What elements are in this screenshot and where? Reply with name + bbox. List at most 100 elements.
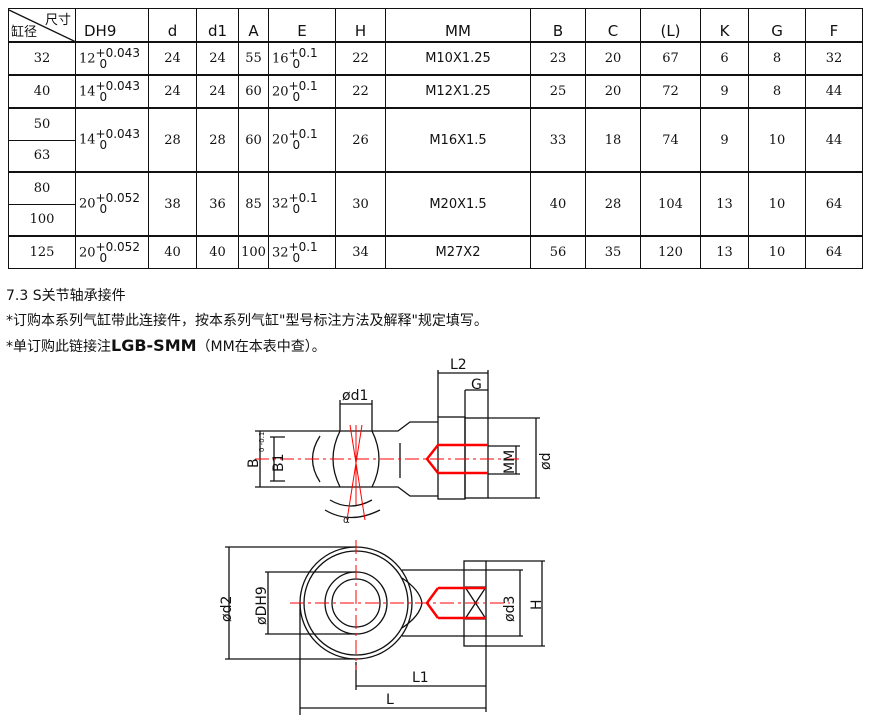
- corner-top-label: 尺寸: [44, 13, 71, 28]
- note2-suffix: （MM在本表中查）。: [196, 339, 326, 355]
- cell-c: 18: [585, 107, 641, 173]
- label-H: H: [529, 599, 545, 610]
- label-L1: L1: [412, 670, 429, 686]
- cell-a: 85: [238, 171, 269, 237]
- label-d1: ød1: [342, 388, 368, 404]
- order-note-1: *订购本系列气缸带此连接件，按本系列气缸"型号标注方法及解释"规定填写。: [6, 313, 488, 329]
- tolerance-base: 14: [79, 132, 96, 148]
- front-view: [225, 546, 545, 715]
- tolerance-lower: 0: [292, 202, 301, 216]
- cell-d1: 24: [196, 74, 239, 109]
- label-L2: L2: [450, 357, 467, 373]
- tolerance-upper: +0.1: [288, 127, 318, 141]
- cell-mm: M10X1.25: [385, 41, 531, 76]
- cell-d1: 36: [196, 171, 239, 237]
- cell-g: 8: [748, 74, 806, 109]
- label-DH9: øDH9: [254, 586, 270, 625]
- front-view-labels: ød2 øDH9 ød3 H L1 L: [219, 586, 545, 708]
- corner-cell: 尺寸缸径: [8, 8, 76, 43]
- label-B1: B1: [271, 453, 287, 472]
- tolerance-upper: +0.1: [288, 45, 318, 60]
- tolerance-base: 20: [272, 84, 289, 99]
- tolerance-upper: +0.1: [288, 78, 318, 93]
- cell-c: 20: [585, 41, 641, 76]
- cell-g: 10: [748, 171, 806, 237]
- label-d2: ød2: [219, 596, 235, 622]
- front-view-red: [290, 540, 510, 670]
- header-cell: F: [805, 8, 863, 43]
- cell-k: 13: [700, 235, 749, 269]
- cell-mm: M16X1.5: [385, 107, 531, 173]
- cell-d1: 28: [196, 107, 239, 173]
- bore-cell: 32: [8, 41, 76, 76]
- cell-a: 60: [238, 107, 269, 173]
- note2-prefix: *单订购此链接注: [6, 339, 111, 355]
- cell-h: 34: [335, 235, 386, 269]
- cell-mm: M12X1.25: [385, 74, 531, 109]
- tolerance-base: 20: [79, 245, 96, 260]
- cell-k: 9: [700, 74, 749, 109]
- top-view-labels: L2 G ød1 B 0 -0.1 B1 MM ød α: [246, 357, 554, 526]
- label-d3: ød3: [502, 596, 518, 622]
- bore-value: 63: [33, 148, 51, 164]
- header-cell: (L): [640, 8, 701, 43]
- header-cell: MM: [385, 8, 531, 43]
- cell-b: 23: [530, 41, 586, 76]
- label-B-tolerance: 0 -0.1: [258, 432, 266, 452]
- tolerance-upper: +0.052: [95, 239, 140, 254]
- tolerance-base: 12: [79, 51, 96, 66]
- header-cell: H: [335, 8, 386, 43]
- tolerance-upper: +0.052: [95, 191, 140, 205]
- label-d: ød: [538, 453, 554, 470]
- label-G: G: [471, 377, 482, 393]
- cell-k: 13: [700, 171, 749, 237]
- cell-f: 64: [805, 171, 863, 237]
- tolerance-base: 20: [79, 196, 96, 212]
- label-B: B: [246, 458, 262, 468]
- cell-g: 8: [748, 41, 806, 76]
- tolerance-upper: +0.1: [288, 239, 318, 254]
- cell-mm: M27X2: [385, 235, 531, 269]
- cell-h: 26: [335, 107, 386, 173]
- cell-d: 28: [148, 107, 197, 173]
- cell-f: 44: [805, 74, 863, 109]
- cell-c: 35: [585, 235, 641, 269]
- cell-d: 38: [148, 171, 197, 237]
- cell-f: 44: [805, 107, 863, 173]
- tolerance-lower: 0: [292, 138, 301, 152]
- cell-l: 104: [640, 171, 701, 237]
- tolerance-lower: 0: [99, 250, 108, 265]
- cell-b: 33: [530, 107, 586, 173]
- tolerance-lower: 0: [99, 202, 108, 216]
- top-view-red: [255, 424, 520, 521]
- tolerance-base: 32: [272, 245, 289, 260]
- label-L: L: [386, 692, 394, 708]
- tolerance-lower: 0: [99, 89, 108, 104]
- cell-h: 22: [335, 74, 386, 109]
- cell-h: 22: [335, 41, 386, 76]
- cell-a: 100: [238, 235, 269, 269]
- cell-l: 67: [640, 41, 701, 76]
- cell-f: 32: [805, 41, 863, 76]
- cell-c: 20: [585, 74, 641, 109]
- label-alpha: α: [343, 515, 350, 526]
- corner-bottom-label: 缸径: [11, 25, 38, 40]
- order-code: LGB-SMM: [111, 336, 197, 355]
- cell-k: 6: [700, 41, 749, 76]
- cell-h: 30: [335, 171, 386, 237]
- bore-value: 50: [9, 109, 75, 141]
- tolerance-upper: +0.043: [95, 45, 140, 60]
- order-note-2: *单订购此链接注LGB-SMM（MM在本表中查）。: [6, 336, 326, 356]
- header-row: 尺寸缸径 DH9 d d1 A E H MM B C (L) K G F: [8, 8, 863, 43]
- cell-b: 56: [530, 235, 586, 269]
- cell-d: 24: [148, 41, 197, 76]
- tolerance-base: 16: [272, 51, 289, 66]
